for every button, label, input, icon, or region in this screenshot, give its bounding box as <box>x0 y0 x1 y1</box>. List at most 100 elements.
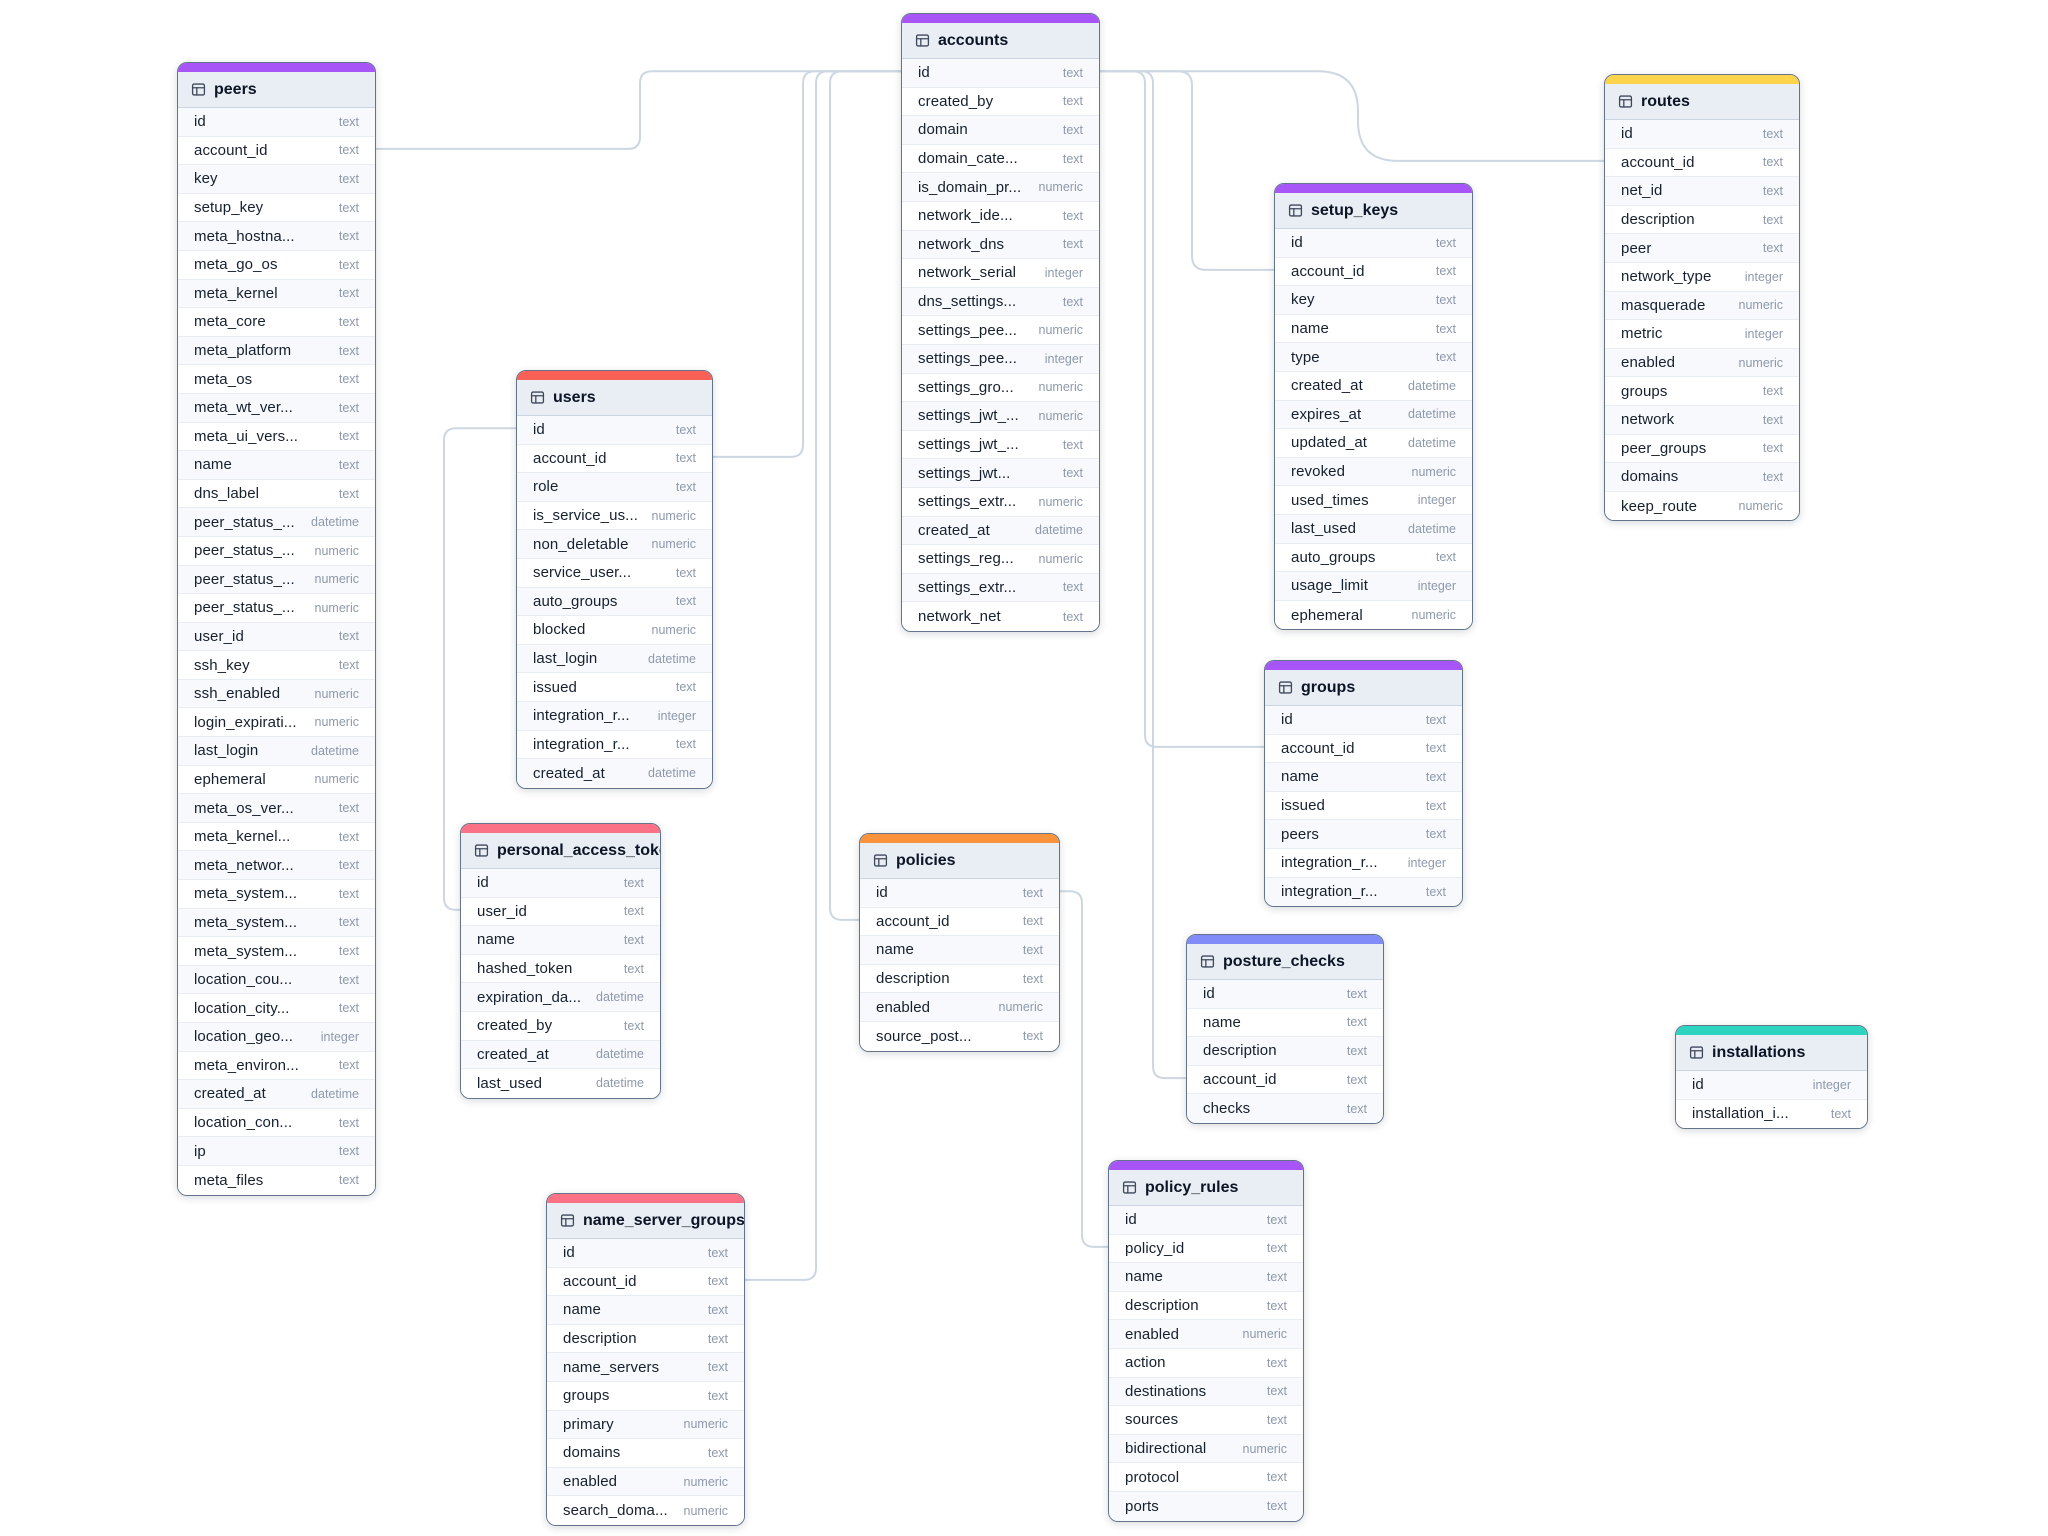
field-row: account_id text <box>178 136 375 166</box>
field-row: peers text <box>1265 820 1462 849</box>
field-name: used_times <box>1291 491 1369 509</box>
field-type: integer <box>1744 269 1783 284</box>
field-name: peer_status_... <box>194 570 295 588</box>
field-row: id text <box>860 879 1059 908</box>
field-name: is_service_us... <box>533 507 638 525</box>
field-name: enabled <box>563 1473 618 1491</box>
table-header[interactable]: name_server_groups <box>547 1203 744 1239</box>
field-name: sources <box>1125 1411 1179 1429</box>
field-name: created_at <box>194 1085 266 1103</box>
table-header[interactable]: policies <box>860 843 1059 879</box>
field-row: sources text <box>1109 1406 1303 1435</box>
field-type: datetime <box>1408 521 1456 536</box>
table-header[interactable]: posture_checks <box>1187 944 1383 980</box>
field-row: issued text <box>517 673 712 702</box>
table-card-routes[interactable]: routes id text account_id text net_id te… <box>1604 74 1800 522</box>
field-name: meta_environ... <box>194 1056 299 1074</box>
table-header[interactable]: accounts <box>902 23 1099 59</box>
table-card-installations[interactable]: installations id integer installation_i.… <box>1675 1025 1868 1130</box>
table-card-setup_keys[interactable]: setup_keys id text account_id text key t… <box>1274 183 1473 631</box>
table-header[interactable]: peers <box>178 72 375 108</box>
field-name: ssh_enabled <box>194 685 281 703</box>
field-name: role <box>533 478 559 496</box>
field-row: account_id text <box>1187 1065 1383 1095</box>
field-row: settings_reg... numeric <box>902 545 1099 574</box>
field-row: name text <box>1265 763 1462 792</box>
field-type: text <box>1062 294 1083 309</box>
field-type: text <box>1022 971 1043 986</box>
field-row: meta_system... text <box>178 937 375 966</box>
field-name: id <box>918 64 930 82</box>
field-row: integration_r... integer <box>1265 848 1462 878</box>
table-header[interactable]: setup_keys <box>1275 193 1472 229</box>
table-accent-bar <box>1265 661 1462 670</box>
table-card-posture_checks[interactable]: posture_checks id text name text descrip… <box>1186 934 1384 1124</box>
field-type: text <box>1062 208 1083 223</box>
field-type: integer <box>1744 326 1783 341</box>
table-header[interactable]: groups <box>1265 670 1462 706</box>
field-type: text <box>1762 126 1783 141</box>
table-header[interactable]: policy_rules <box>1109 1170 1303 1206</box>
field-name: account_id <box>1291 262 1365 280</box>
field-type: integer <box>1812 1077 1851 1092</box>
field-type: text <box>1435 550 1456 565</box>
table-card-users[interactable]: users id text account_id text role text … <box>516 370 713 789</box>
field-name: primary <box>563 1415 614 1433</box>
relationship-peers-accounts <box>375 70 902 150</box>
field-type: integer <box>1417 578 1456 593</box>
field-type: text <box>1762 183 1783 198</box>
field-row: installation_i... text <box>1676 1099 1867 1129</box>
field-row: id text <box>178 108 375 137</box>
field-type: text <box>675 422 696 437</box>
table-card-personal_access_tokens[interactable]: personal_access_tokens id text user_id t… <box>460 823 661 1099</box>
field-type: numeric <box>1038 380 1083 395</box>
field-type: numeric <box>1038 408 1083 423</box>
field-name: id <box>563 1244 575 1262</box>
field-row: account_id text <box>517 444 712 474</box>
field-row: domain text <box>902 116 1099 145</box>
field-row: id integer <box>1676 1071 1867 1100</box>
table-card-policies[interactable]: policies id text account_id text name te… <box>859 833 1060 1052</box>
field-name: description <box>563 1330 637 1348</box>
field-row: dns_label text <box>178 479 375 509</box>
table-card-name_server_groups[interactable]: name_server_groups id text account_id te… <box>546 1193 745 1526</box>
table-icon <box>915 33 930 48</box>
field-name: network <box>1621 411 1675 429</box>
field-type: text <box>1266 1412 1287 1427</box>
field-row: role text <box>517 473 712 502</box>
field-type: text <box>338 171 359 186</box>
table-icon <box>1122 1180 1137 1195</box>
table-fields: id text account_id text role text is_ser… <box>517 416 712 788</box>
field-name: name <box>563 1301 601 1319</box>
field-row: meta_system... text <box>178 908 375 938</box>
table-name: policies <box>896 851 956 869</box>
field-row: enabled numeric <box>1605 348 1799 378</box>
table-header[interactable]: users <box>517 380 712 416</box>
table-header[interactable]: routes <box>1605 84 1799 120</box>
table-header[interactable]: installations <box>1676 1035 1867 1071</box>
field-type: numeric <box>314 686 359 701</box>
field-type: text <box>707 1331 728 1346</box>
table-card-accounts[interactable]: accounts id text created_by text domain … <box>901 13 1100 632</box>
table-card-peers[interactable]: peers id text account_id text key text s… <box>177 62 376 1196</box>
field-type: text <box>338 343 359 358</box>
field-name: account_id <box>1203 1071 1277 1089</box>
field-row: created_at datetime <box>178 1080 375 1109</box>
field-type: numeric <box>314 715 359 730</box>
field-row: net_id text <box>1605 177 1799 206</box>
table-card-policy_rules[interactable]: policy_rules id text policy_id text name… <box>1108 1160 1304 1522</box>
field-name: revoked <box>1291 463 1346 481</box>
field-type: integer <box>657 708 696 723</box>
field-name: meta_ui_vers... <box>194 427 299 445</box>
field-name: id <box>1281 711 1293 729</box>
field-type: numeric <box>1038 494 1083 509</box>
field-row: used_times integer <box>1275 486 1472 515</box>
field-row: user_id text <box>461 897 660 927</box>
field-row: expiration_da... datetime <box>461 983 660 1012</box>
field-type: text <box>338 457 359 472</box>
field-name: is_domain_pr... <box>918 178 1022 196</box>
table-fields: id text account_id text name text descri… <box>547 1239 744 1525</box>
field-row: network_ide... text <box>902 201 1099 231</box>
table-header[interactable]: personal_access_tokens <box>461 833 660 869</box>
table-card-groups[interactable]: groups id text account_id text name text… <box>1264 660 1463 908</box>
